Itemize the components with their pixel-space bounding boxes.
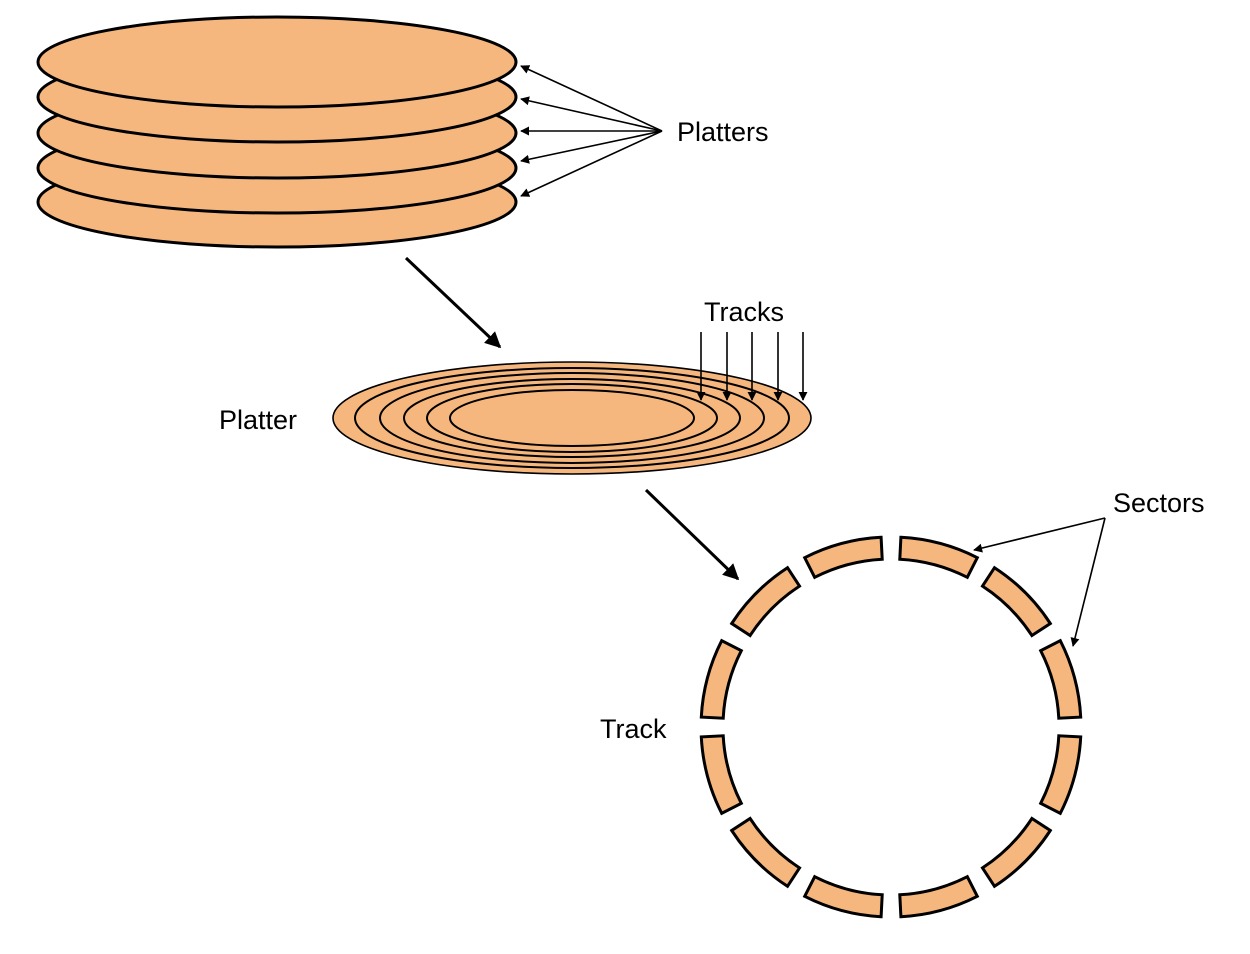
platters-arrow-4 [520, 130, 663, 164]
track-ring-2 [379, 372, 765, 464]
sectors-arrow-2 [1070, 517, 1106, 647]
sector-2 [980, 565, 1053, 638]
sector-11 [729, 565, 802, 638]
sectors-pointer-arrows [973, 517, 1106, 647]
single-platter [332, 361, 812, 475]
track-ring-3 [403, 378, 741, 458]
track-sector-ring [699, 535, 1083, 919]
platter-to-track-arrow [644, 488, 740, 581]
sector-6 [898, 874, 980, 919]
sectors-label: Sectors [1113, 488, 1205, 518]
track-ring-1 [354, 367, 790, 469]
sectors-arrow-1 [973, 517, 1106, 553]
sector-9 [699, 734, 744, 816]
platters-arrow-5 [520, 130, 663, 197]
sector-8 [729, 816, 802, 889]
sector-3 [1038, 638, 1083, 720]
platters-arrow-2 [520, 96, 663, 132]
platters-arrow-1 [520, 65, 663, 132]
tracks-pointer-arrows [696, 332, 808, 401]
platter-disk-1 [36, 15, 518, 109]
sector-1 [898, 535, 980, 580]
sector-5 [980, 816, 1053, 889]
sector-10 [699, 638, 744, 720]
sector-4 [1038, 734, 1083, 816]
platters-pointer-arrows [520, 65, 663, 197]
tracks-label: Tracks [704, 297, 784, 327]
sector-7 [802, 874, 884, 919]
platter-label: Platter [219, 405, 297, 435]
sector-12 [802, 535, 884, 580]
stack-to-platter-arrow [404, 256, 502, 349]
track-label: Track [600, 714, 667, 744]
track-ring-5 [449, 389, 695, 447]
platters-label: Platters [677, 117, 769, 147]
platter-stack [36, 15, 518, 249]
track-ring-4 [426, 383, 718, 453]
